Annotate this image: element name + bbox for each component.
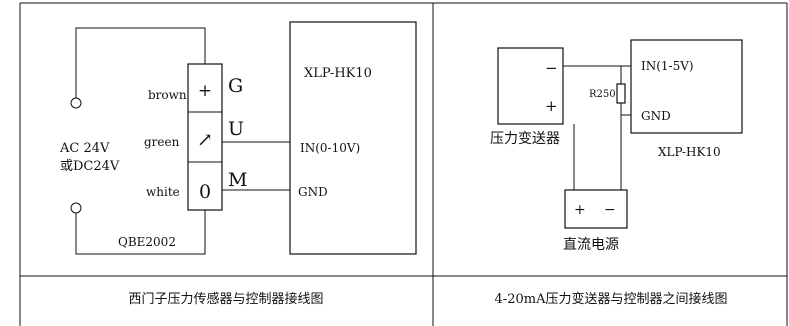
terminal-u-symbol: ↗ bbox=[197, 129, 213, 151]
left-controller-label: XLP-HK10 bbox=[304, 66, 372, 81]
left-controller-box bbox=[289, 21, 417, 255]
power-label: 直流电源 bbox=[563, 236, 619, 253]
dc-power-box bbox=[564, 189, 628, 229]
supply-label-line2: 或DC24V bbox=[60, 159, 120, 174]
left-gnd-label: GND bbox=[298, 185, 328, 199]
terminal-g-letter: G bbox=[228, 75, 243, 97]
supply-wire-top bbox=[75, 27, 206, 98]
sensor-model-label: QBE2002 bbox=[118, 235, 176, 249]
terminal-g-symbol: + bbox=[198, 81, 212, 101]
transmitter-minus-terminal: − bbox=[545, 59, 558, 77]
left-input-label: IN(0-10V) bbox=[300, 141, 360, 155]
terminal-m-letter: M bbox=[228, 169, 247, 191]
wire-label-green: green bbox=[144, 135, 180, 149]
transmitter-plus-terminal: + bbox=[545, 97, 558, 115]
right-diagram-caption: 4-20mA压力变送器与控制器之间接线图 bbox=[495, 291, 728, 307]
power-minus-terminal: − bbox=[604, 202, 616, 218]
terminal-u-letter: U bbox=[228, 118, 244, 140]
left-diagram-caption: 西门子压力传感器与控制器接线图 bbox=[128, 291, 323, 307]
right-controller-box bbox=[630, 39, 743, 134]
wire-label-white: white bbox=[146, 185, 180, 199]
left-wiring-diagram: XLP-HK10 + G brown ↗ U green 0 M white A… bbox=[59, 21, 417, 307]
pressure-transmitter-box bbox=[497, 47, 564, 125]
transmitter-label: 压力变送器 bbox=[490, 131, 560, 147]
supply-terminal-bottom bbox=[70, 202, 82, 214]
right-input-label: IN(1-5V) bbox=[641, 59, 694, 73]
supply-terminal-top bbox=[70, 97, 82, 109]
right-gnd-label: GND bbox=[641, 109, 671, 123]
resistor-r250 bbox=[616, 83, 626, 104]
supply-label-line1: AC 24V bbox=[59, 141, 110, 156]
terminal-m-symbol: 0 bbox=[199, 181, 211, 203]
right-controller-label: XLP-HK10 bbox=[658, 145, 721, 159]
wire-label-brown: brown bbox=[148, 88, 187, 102]
supply-wire-bottom bbox=[75, 210, 206, 255]
resistor-label: R250 bbox=[589, 89, 616, 100]
power-plus-terminal: + bbox=[574, 202, 586, 218]
right-wiring-diagram: − + 压力变送器 IN(1-5V) GND XLP-HK10 R250 + −… bbox=[490, 39, 743, 307]
